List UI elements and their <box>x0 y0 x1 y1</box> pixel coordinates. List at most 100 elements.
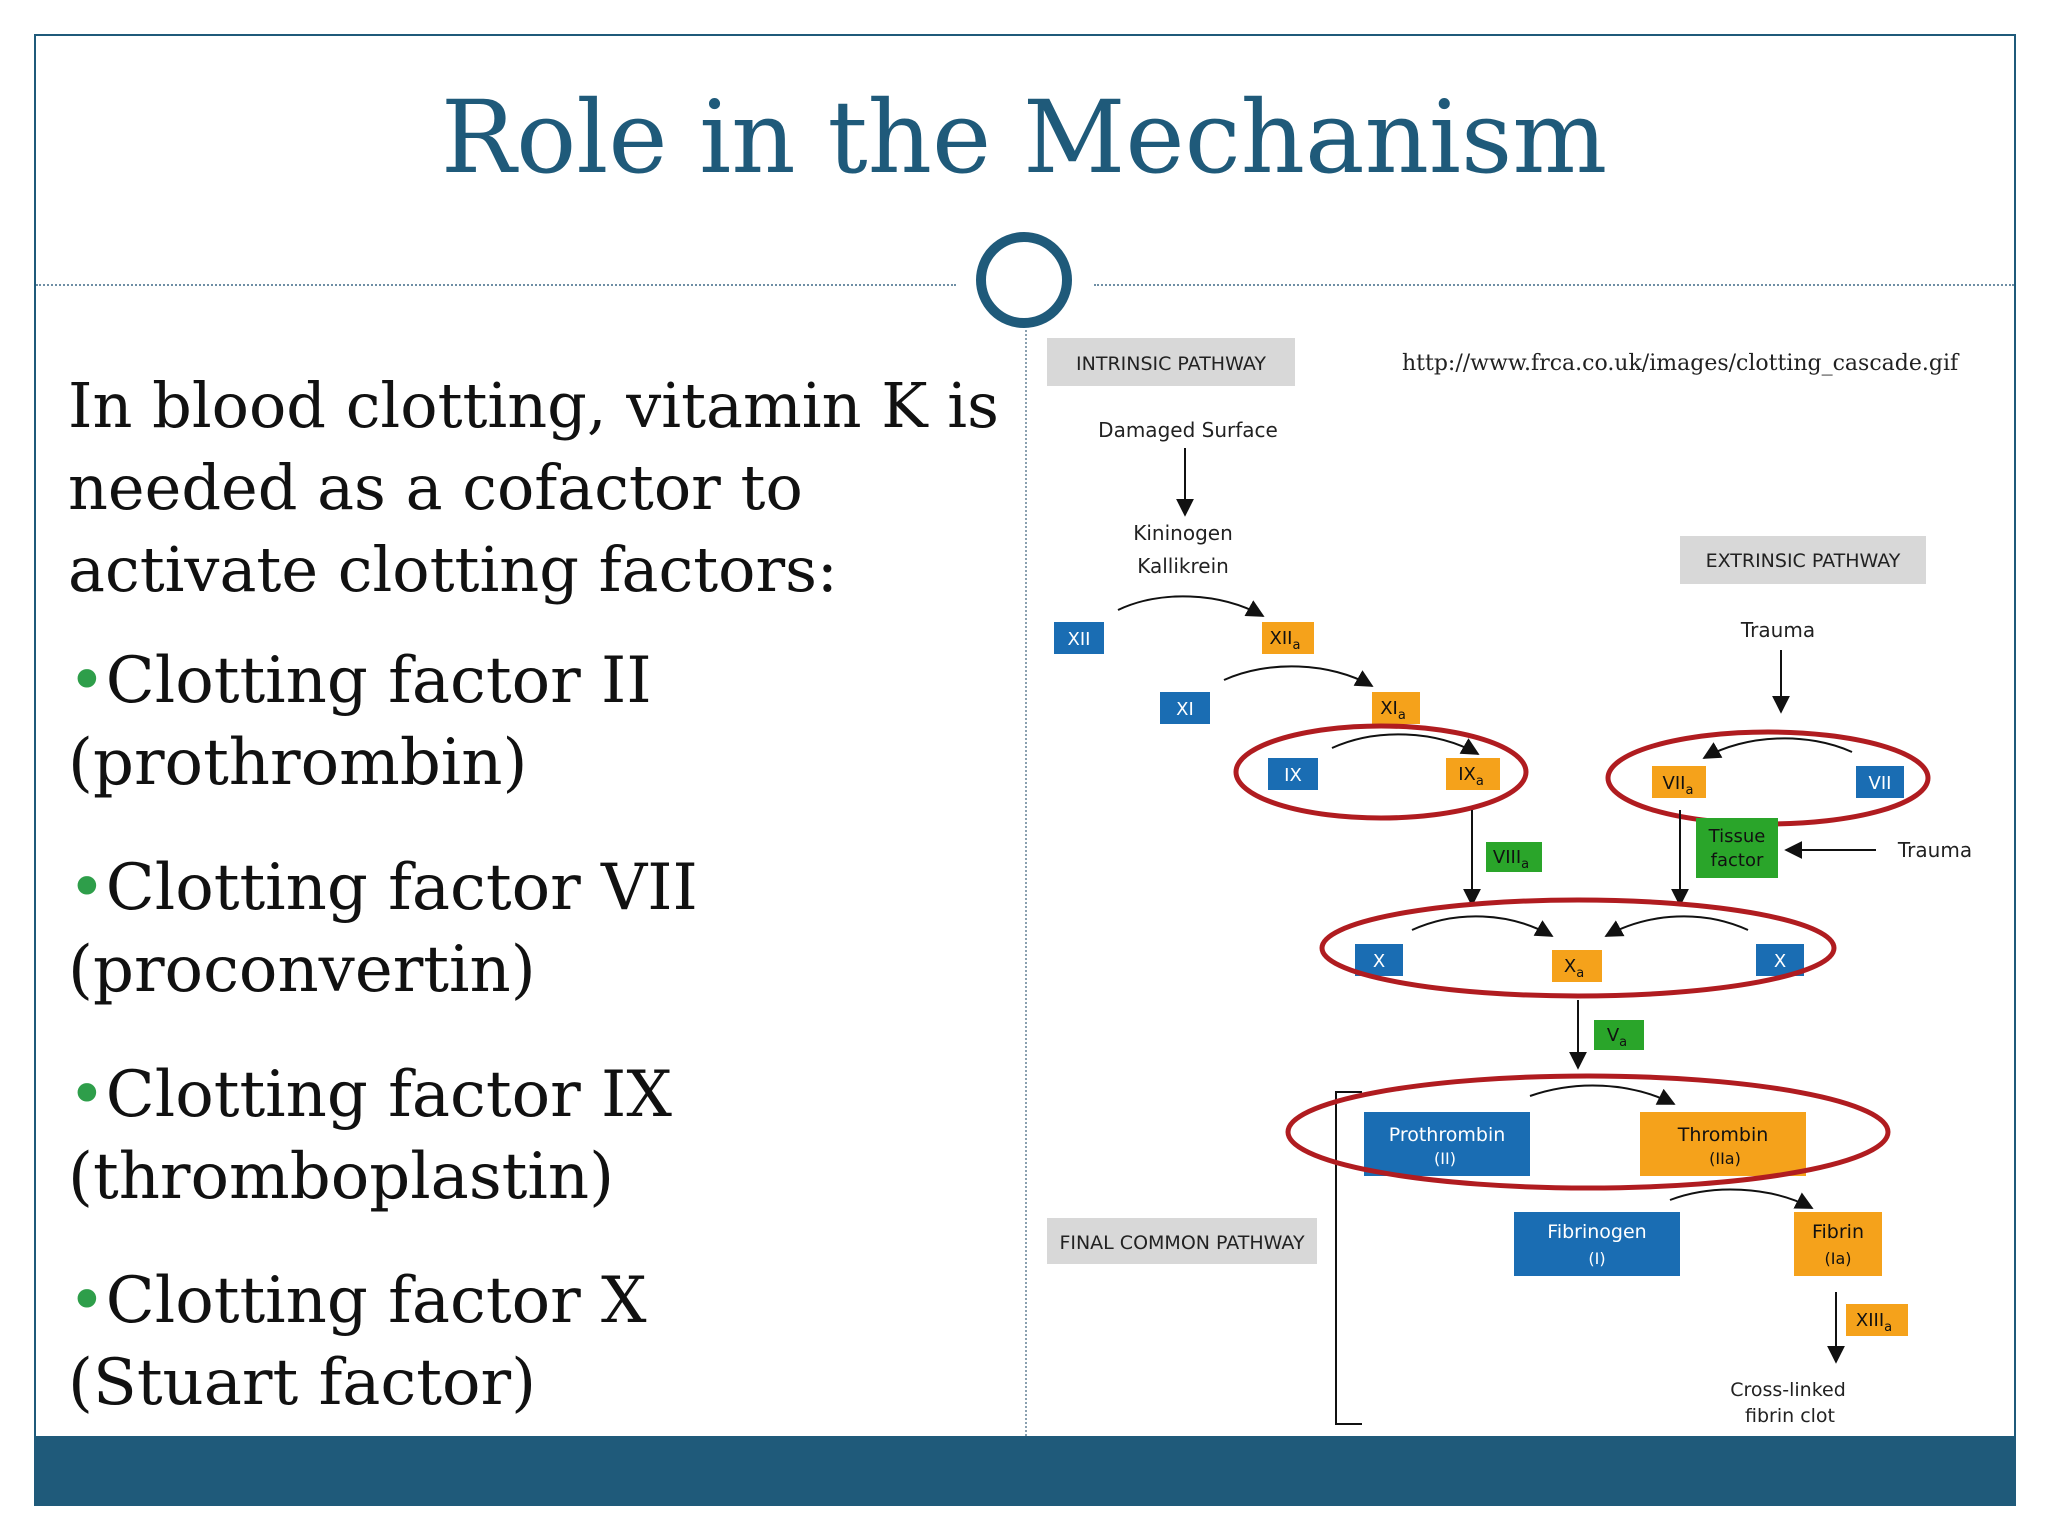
prothrombin-label: Prothrombin <box>1389 1124 1506 1146</box>
factor-va-box <box>1594 1020 1644 1050</box>
fibrin-label: Fibrin <box>1812 1221 1864 1243</box>
final-common-pathway-label-box <box>1047 1218 1317 1264</box>
factor-xa-main: X <box>1564 956 1576 977</box>
intro-text: In blood clotting, vitamin K is needed a… <box>68 369 999 606</box>
factor-va-label: Va <box>1607 1025 1627 1050</box>
factor-xiiia-label: XIIIa <box>1856 1310 1892 1335</box>
intrinsic-pathway-label: INTRINSIC PATHWAY <box>1076 353 1266 375</box>
fibrin-box <box>1794 1212 1882 1276</box>
fibrinogen-sub-label: (I) <box>1588 1249 1605 1268</box>
highlight-ring-factor-x <box>1319 897 1837 999</box>
factor-xii-box <box>1054 622 1104 654</box>
extrinsic-pathway-label-box <box>1680 536 1926 584</box>
factor-xiiia-main: XIII <box>1856 1310 1884 1331</box>
factor-x-right-label: X <box>1774 951 1786 972</box>
damaged-surface-text: Damaged Surface <box>1098 418 1278 442</box>
slide-title: Role in the Mechanism <box>440 79 1608 196</box>
arrow-vii-activation <box>1702 737 1853 759</box>
highlight-ring-factor-ix <box>1233 723 1529 821</box>
factor-viiia-main: VIII <box>1493 847 1521 868</box>
arrow-prothrombin-to-thrombin <box>1529 1084 1676 1105</box>
factor-viia-label: VIIa <box>1663 773 1694 798</box>
bullet-line1: Clotting factor X <box>105 1264 647 1338</box>
factor-viia-box <box>1652 766 1706 798</box>
factor-xia-box <box>1372 692 1420 724</box>
extrinsic-pathway-label: EXTRINSIC PATHWAY <box>1706 550 1901 572</box>
factor-vii-box <box>1856 766 1904 798</box>
trauma-top-text: Trauma <box>1740 618 1815 642</box>
column-divider <box>1025 330 1027 1436</box>
factor-viia-sub: a <box>1685 783 1693 798</box>
factor-xia-main: XI <box>1380 698 1398 719</box>
bullet-line2: (proconvertin) <box>68 933 536 1007</box>
fibrin-sub-label: (Ia) <box>1824 1249 1851 1268</box>
final-pathway-bracket <box>1335 1091 1362 1425</box>
factor-xiia-box <box>1262 622 1314 654</box>
factor-xiia-sub: a <box>1292 638 1300 653</box>
kininogen-text: Kininogen <box>1133 521 1233 545</box>
factor-xi-box <box>1160 692 1210 724</box>
factor-ixa-sub: a <box>1476 774 1484 789</box>
highlight-ring-prothrombin <box>1285 1073 1891 1191</box>
footer-bar <box>34 1436 2016 1506</box>
factor-x-left-label: X <box>1373 951 1385 972</box>
factor-va-main: V <box>1607 1025 1620 1046</box>
factor-x-left-box <box>1355 944 1403 976</box>
factor-vii-label: VII <box>1869 773 1892 794</box>
arrow-ix-activation <box>1331 733 1480 755</box>
source-url: http://www.frca.co.uk/images/clotting_ca… <box>1402 351 1960 376</box>
factor-xiia-label: XIIa <box>1270 628 1301 653</box>
factor-xia-sub: a <box>1398 708 1406 723</box>
bullet-marker: • <box>68 1264 106 1338</box>
factor-ixa-main: IX <box>1458 764 1476 785</box>
bullet-factor-ix: •Clotting factor IX (thromboplastin) <box>68 1054 968 1218</box>
factor-xia-label: XIa <box>1380 698 1406 723</box>
crosslinked-line2: fibrin clot <box>1745 1405 1835 1427</box>
factor-viiia-sub: a <box>1521 857 1529 872</box>
title-divider-right <box>1094 284 2014 286</box>
factor-viiia-box <box>1486 842 1542 872</box>
factor-xi-label: XI <box>1176 699 1194 720</box>
factor-viia-main: VII <box>1663 773 1686 794</box>
factor-ix-box <box>1268 758 1318 790</box>
trauma-side-text: Trauma <box>1897 838 1972 862</box>
factor-xii-label: XII <box>1068 629 1091 650</box>
thrombin-sub-label: (IIa) <box>1709 1149 1741 1168</box>
bullet-factor-vii: •Clotting factor VII (proconvertin) <box>68 847 968 1011</box>
factor-ix-label: IX <box>1284 765 1302 786</box>
prothrombin-sub-label: (II) <box>1434 1149 1456 1168</box>
fibrinogen-label: Fibrinogen <box>1547 1221 1646 1243</box>
bullet-line2: (thromboplastin) <box>68 1140 615 1214</box>
intrinsic-pathway-label-box <box>1047 338 1295 386</box>
factor-va-sub: a <box>1619 1035 1627 1050</box>
tissue-factor-line2: factor <box>1711 850 1764 871</box>
arrow-fibrinogen-to-fibrin <box>1669 1188 1814 1209</box>
arrow-xii-activation <box>1117 595 1265 617</box>
arrow-xi-activation <box>1223 665 1374 687</box>
arrow-x-right-activation <box>1604 915 1749 937</box>
divider-circle-ornament <box>976 232 1072 328</box>
prothrombin-box <box>1364 1112 1530 1176</box>
tissue-factor-line1: Tissue <box>1708 826 1766 847</box>
factor-ixa-box <box>1446 758 1500 790</box>
factor-xiiia-sub: a <box>1884 1320 1892 1335</box>
bullet-marker: • <box>68 644 106 718</box>
thrombin-label: Thrombin <box>1677 1124 1769 1146</box>
factor-xa-sub: a <box>1576 966 1584 981</box>
fibrinogen-box <box>1514 1212 1680 1276</box>
bullet-line1: Clotting factor IX <box>105 1058 672 1132</box>
factor-xa-box <box>1552 950 1602 982</box>
bullet-factor-ii: •Clotting factor II (prothrombin) <box>68 640 968 804</box>
bullet-line2: (Stuart factor) <box>68 1346 537 1420</box>
factor-ixa-label: IXa <box>1458 764 1484 789</box>
thrombin-box <box>1640 1112 1806 1176</box>
bullet-line1: Clotting factor VII <box>105 851 698 925</box>
factor-xiiia-box <box>1846 1304 1908 1336</box>
clotting-cascade-diagram: http://www.frca.co.uk/images/clotting_ca… <box>1047 338 1972 1427</box>
bullet-marker: • <box>68 1058 106 1132</box>
title-divider-left <box>36 284 956 286</box>
bullet-line1: Clotting factor II <box>105 644 652 718</box>
factor-xa-label: Xa <box>1564 956 1584 981</box>
kallikrein-text: Kallikrein <box>1137 554 1229 578</box>
tissue-factor-box <box>1696 818 1778 878</box>
